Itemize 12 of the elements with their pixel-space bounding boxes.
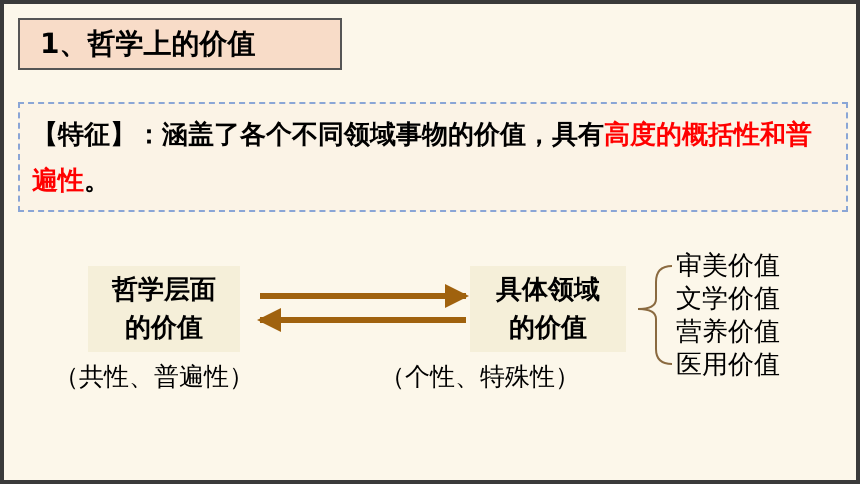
list-item: 医用价值	[676, 349, 780, 382]
list-item: 文学价值	[676, 283, 780, 316]
concept-box: 哲学层面的价值	[88, 266, 240, 352]
list-item: 审美价值	[676, 250, 780, 283]
title-box: 1、哲学上的价值	[18, 18, 342, 70]
arrow	[260, 284, 469, 308]
arrow	[257, 308, 466, 332]
list-item: 营养价值	[676, 316, 780, 349]
feature-box: 【特征】：涵盖了各个不同领域事物的价值，具有高度的概括性和普遍性。	[18, 102, 848, 212]
node-label: （个性、特殊性）	[380, 361, 580, 393]
node-label: （共性、普遍性）	[54, 361, 254, 393]
concept-box: 具体领域的价值	[470, 266, 626, 352]
